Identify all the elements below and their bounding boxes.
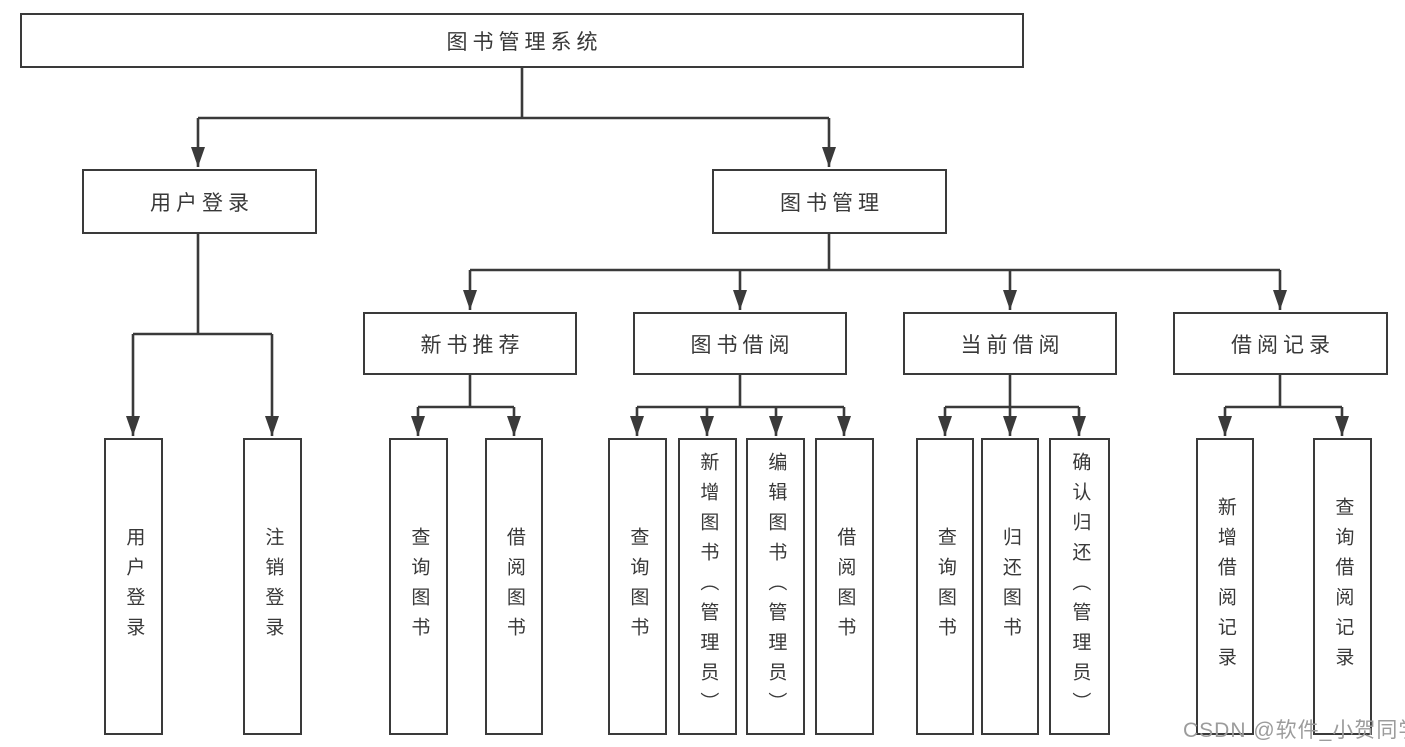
node-new-book-recommend-label: 新书推荐 [420, 333, 525, 357]
leaf-borrowing-add-books-admin: 新增图书（管理员） [678, 438, 737, 735]
leaf-recommend-query-books: 查询图书 [389, 438, 448, 735]
node-borrow-records: 借阅记录 [1173, 312, 1388, 375]
node-user-login-label: 用户登录 [150, 191, 254, 215]
node-book-borrowing: 图书借阅 [633, 312, 847, 375]
leaf-current-return-books-label: 归还图书 [999, 526, 1021, 647]
node-current-borrowing-label: 当前借阅 [960, 333, 1065, 357]
leaf-logout-label: 注销登录 [262, 526, 284, 647]
leaf-borrowing-edit-books-admin-label: 编辑图书（管理员） [765, 451, 787, 722]
leaf-borrowing-edit-books-admin: 编辑图书（管理员） [746, 438, 805, 735]
leaf-records-query-borrow-record: 查询借阅记录 [1313, 438, 1372, 735]
leaf-recommend-borrow-books: 借阅图书 [485, 438, 543, 735]
leaf-recommend-borrow-books-label: 借阅图书 [503, 526, 525, 647]
leaf-borrowing-borrow-books-label: 借阅图书 [834, 526, 856, 647]
node-book-management-label: 图书管理 [780, 191, 884, 215]
leaf-user-login: 用户登录 [104, 438, 163, 735]
leaf-borrowing-query-books: 查询图书 [608, 438, 667, 735]
leaf-user-login-label: 用户登录 [123, 526, 145, 647]
leaf-borrowing-query-books-label: 查询图书 [627, 526, 649, 647]
leaf-borrowing-add-books-admin-label: 新增图书（管理员） [697, 451, 719, 722]
node-root-label: 图书管理系统 [446, 30, 603, 54]
leaf-current-query-books: 查询图书 [916, 438, 974, 735]
leaf-records-query-borrow-record-label: 查询借阅记录 [1332, 496, 1354, 677]
node-borrow-records-label: 借阅记录 [1231, 333, 1335, 357]
leaf-recommend-query-books-label: 查询图书 [408, 526, 430, 647]
leaf-current-confirm-return-admin: 确认归还（管理员） [1049, 438, 1110, 735]
node-current-borrowing: 当前借阅 [903, 312, 1117, 375]
node-book-borrowing-label: 图书借阅 [690, 333, 795, 357]
leaf-current-query-books-label: 查询图书 [934, 526, 956, 647]
leaf-borrowing-borrow-books: 借阅图书 [815, 438, 874, 735]
leaf-records-add-borrow-record-label: 新增借阅记录 [1214, 496, 1236, 677]
leaf-logout: 注销登录 [243, 438, 302, 735]
node-new-book-recommend: 新书推荐 [363, 312, 577, 375]
leaf-current-confirm-return-admin-label: 确认归还（管理员） [1069, 451, 1091, 722]
node-book-management: 图书管理 [712, 169, 947, 234]
node-user-login: 用户登录 [82, 169, 317, 234]
node-root: 图书管理系统 [20, 13, 1024, 68]
csdn-watermark: CSDN @软件_小贺同学 [1183, 719, 1405, 742]
leaf-current-return-books: 归还图书 [981, 438, 1039, 735]
leaf-records-add-borrow-record: 新增借阅记录 [1196, 438, 1254, 735]
